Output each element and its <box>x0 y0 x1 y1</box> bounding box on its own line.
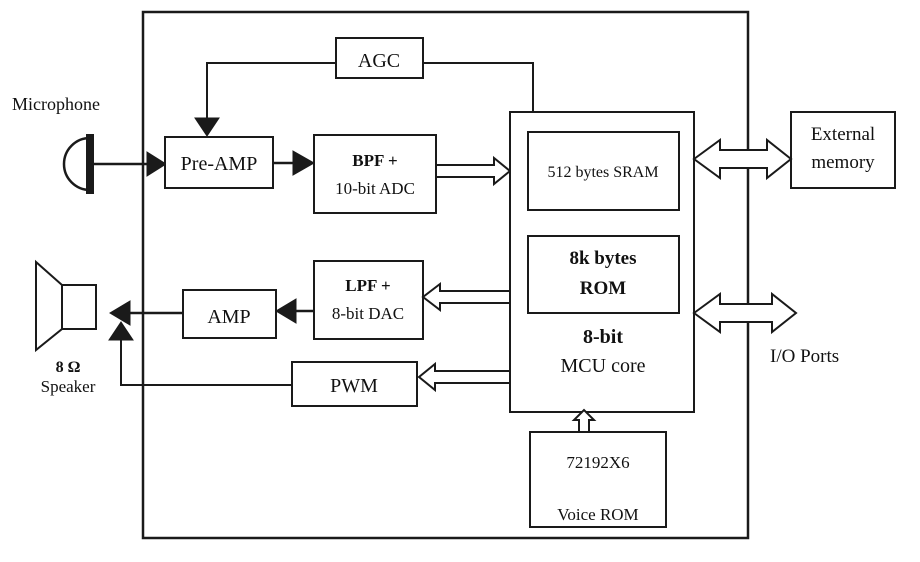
agc-label: AGC <box>358 50 400 72</box>
bpf-adc-block <box>313 134 437 214</box>
external-memory-label-line1: External <box>811 124 875 145</box>
agc-feedback-lines <box>194 62 534 137</box>
dac-to-amp-arrow <box>275 298 314 324</box>
microphone-label: Microphone <box>12 94 100 114</box>
pwm-label: PWM <box>330 375 378 397</box>
io-ports-bus-arrow <box>692 291 798 335</box>
bpf-label: BPF + <box>352 151 397 170</box>
lpf-dac-block <box>313 260 424 340</box>
voice-rom-label: Voice ROM <box>557 505 638 524</box>
chip-boundary <box>141 10 750 540</box>
speaker-label: Speaker <box>41 377 96 396</box>
pwm-to-speaker-arrow <box>108 321 292 386</box>
preamp-block <box>164 136 274 189</box>
dac-label: 8-bit DAC <box>332 304 404 323</box>
mcu-to-pwm-bus-arrow <box>417 361 511 393</box>
adc-to-mcu-bus-arrow <box>435 155 512 187</box>
io-ports-label: I/O Ports <box>770 346 839 367</box>
agc-block <box>335 37 424 79</box>
rom-block <box>527 235 680 314</box>
sram-block <box>527 131 680 211</box>
speaker-icon <box>35 259 97 353</box>
amp-to-speaker-arrow <box>109 300 183 326</box>
mcu-label-line1: 8-bit <box>583 326 623 348</box>
speaker-ohm-label: 8 Ω <box>56 359 81 376</box>
amp-block <box>182 289 277 339</box>
voice-rom-to-mcu-bus-arrow <box>571 408 597 433</box>
microphone-icon <box>62 134 94 194</box>
preamp-to-adc-arrow <box>273 150 316 176</box>
adc-label: 10-bit ADC <box>335 179 415 198</box>
voice-rom-size-label: 72192X6 <box>566 453 629 472</box>
external-memory-label-line2: memory <box>811 152 875 173</box>
sram-label: 512 bytes SRAM <box>547 164 658 181</box>
preamp-label: Pre-AMP <box>181 153 258 175</box>
rom-label-line2: ROM <box>580 278 627 299</box>
external-memory-block <box>790 111 896 189</box>
mcu-external-memory-bus-arrow <box>692 137 793 181</box>
voice-rom-block <box>529 431 667 528</box>
lpf-label: LPF + <box>345 276 390 295</box>
amp-label: AMP <box>207 306 250 328</box>
mic-to-preamp-arrow <box>94 151 167 177</box>
pwm-block <box>291 361 418 407</box>
mcu-label-line2: MCU core <box>561 355 646 377</box>
rom-label-line1: 8k bytes <box>569 248 636 269</box>
mcu-to-dac-bus-arrow <box>421 281 511 313</box>
